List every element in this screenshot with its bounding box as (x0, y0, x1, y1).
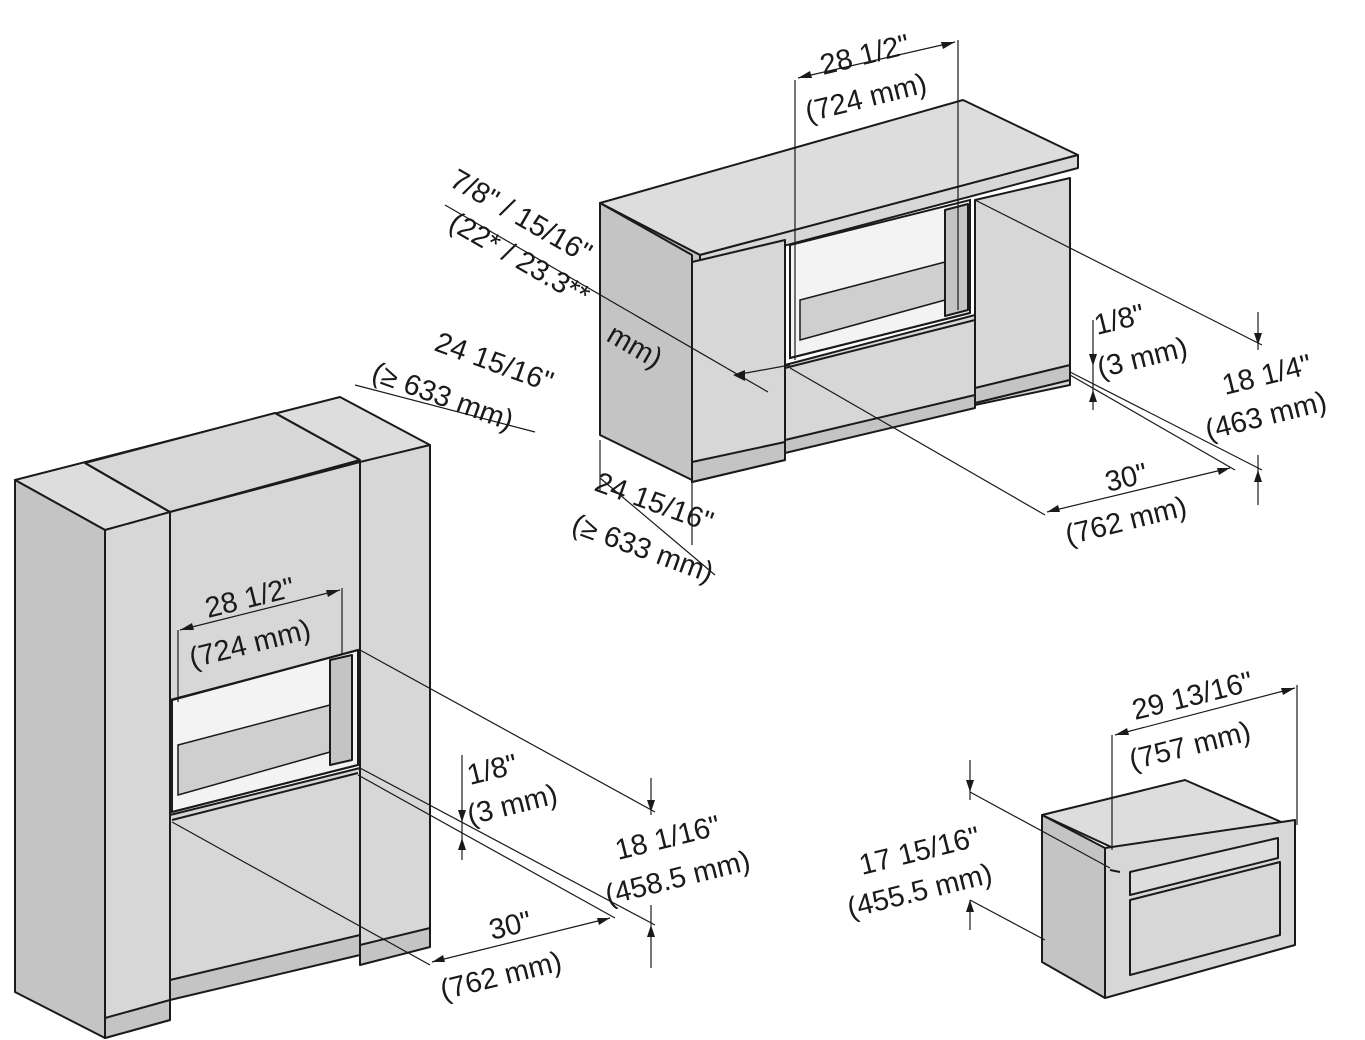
tall-dimension-lines (171, 384, 656, 968)
upper-niche-height-mm: (463 mm) (1202, 386, 1330, 447)
upper-gap-mm: (3 mm) (1094, 332, 1191, 385)
tall-cabinet-unit (14, 396, 431, 1039)
tall-depth-mm: (762 mm) (437, 946, 565, 1007)
appliance-dimension-lines (966, 685, 1298, 941)
tall-depth-in: 30" (486, 905, 535, 946)
base-cabinet-unit (599, 99, 1079, 483)
tall-gap-in: 1/8" (464, 748, 521, 791)
appliance-width-mm: (757 mm) (1126, 716, 1254, 777)
upper-gap-in: 1/8" (1091, 298, 1148, 341)
upper-depth-mm: (762 mm) (1062, 491, 1190, 552)
oven-appliance (1041, 779, 1296, 999)
upper-depth-in: 30" (1102, 457, 1151, 498)
upper-dimension-lines (444, 40, 1263, 576)
